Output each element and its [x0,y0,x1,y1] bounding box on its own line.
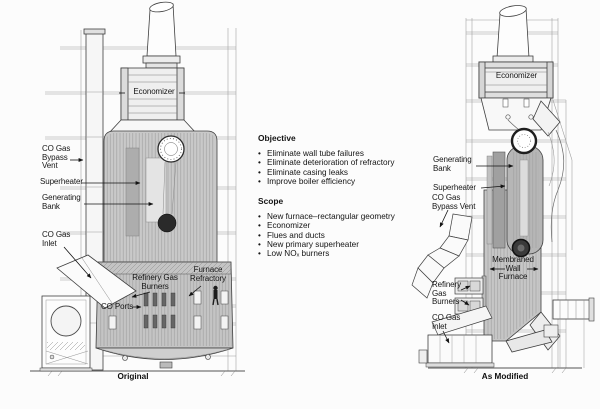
label-left-generating-bank: Generating Bank [42,193,81,211]
bullet-icon: • [258,240,261,250]
left-leader-arrows [63,92,202,309]
scope-item: •Flues and ducts [258,230,325,240]
label-right-superheater: Superheater [433,183,476,192]
left-economizer-unit [108,67,197,134]
person-figure-icon [212,285,219,306]
co-gas-inlet-assembly [39,254,137,372]
right-bypass-vent-elbow [411,213,473,299]
right-co-gas-inlet-assembly [418,305,495,368]
scope-item: •Economizer [258,221,311,231]
label-right-refinery-gas-burners: Refinery Gas Burners [432,280,461,307]
bullet-icon: • [258,158,261,168]
left-mud-drum [157,213,177,233]
right-steam-drum [510,127,538,155]
bullet-icon: • [258,167,261,177]
left-steam-drum [157,135,185,163]
right-economizer-unit [478,61,565,243]
right-outlet-duct [543,297,595,368]
left-burner-rows [143,292,176,329]
label-membraned-wall-furnace: Membraned Wall Furnace [492,255,534,282]
label-right-co-gas-inlet: CO Gas Inlet [432,313,461,331]
right-caption: As Modified [481,372,529,381]
scope-item: •Low NOₓ burners [258,249,330,259]
left-chimney-icon [142,1,181,69]
bullet-icon: • [258,221,261,231]
label-furnace-refractory: Furnace Refractory [190,265,226,283]
label-left-co-gas-inlet: CO Gas Inlet [42,230,71,248]
bullet-icon: • [258,230,261,240]
right-boiler-drawing [411,5,595,374]
objective-heading: Objective [258,133,296,143]
label-co-ports: CO Ports [101,302,134,311]
right-leader-arrows [439,164,539,344]
scope-item: •New primary superheater [258,240,359,250]
label-right-generating-bank: Generating Bank [433,155,472,173]
label-left-co-gas-bypass-vent: CO Gas Bypass Vent [42,144,71,171]
objective-item: •Eliminate casing leaks [258,167,349,177]
right-generating-bank [486,114,544,258]
info-panel: Objective •Eliminate wall tube failures … [258,133,434,259]
left-boiler-vessel [103,130,218,263]
label-right-economizer: Economizer [495,71,538,80]
bullet-icon: • [258,176,261,186]
objective-item: •Eliminate deterioration of refractory [258,158,395,168]
label-left-economizer: Economizer [133,87,175,96]
bullet-icon: • [258,149,261,158]
left-boiler-drawing [30,1,245,377]
scope-item: •New furnace–rectangular geometry [258,212,395,222]
objective-item: •Improve boiler efficiency [258,176,356,186]
label-right-co-gas-bypass-vent: CO Gas Bypass Vent [432,193,476,211]
label-refinery-gas-burners: Refinery Gas Burners [132,273,178,291]
bullet-icon: • [258,212,261,222]
objective-item: •Eliminate wall tube failures [258,149,364,158]
bullet-icon: • [258,249,261,259]
right-ground-line [428,367,582,374]
scope-heading: Scope [258,196,284,207]
right-chimney-icon [492,5,534,63]
label-left-superheater: Superheater [40,177,83,186]
left-caption: Original [117,372,149,381]
